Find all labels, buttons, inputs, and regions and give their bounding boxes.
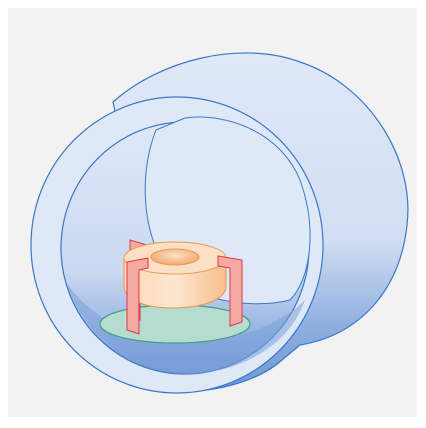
annular-ring-hole [151, 249, 199, 265]
circular-base [100, 305, 250, 343]
